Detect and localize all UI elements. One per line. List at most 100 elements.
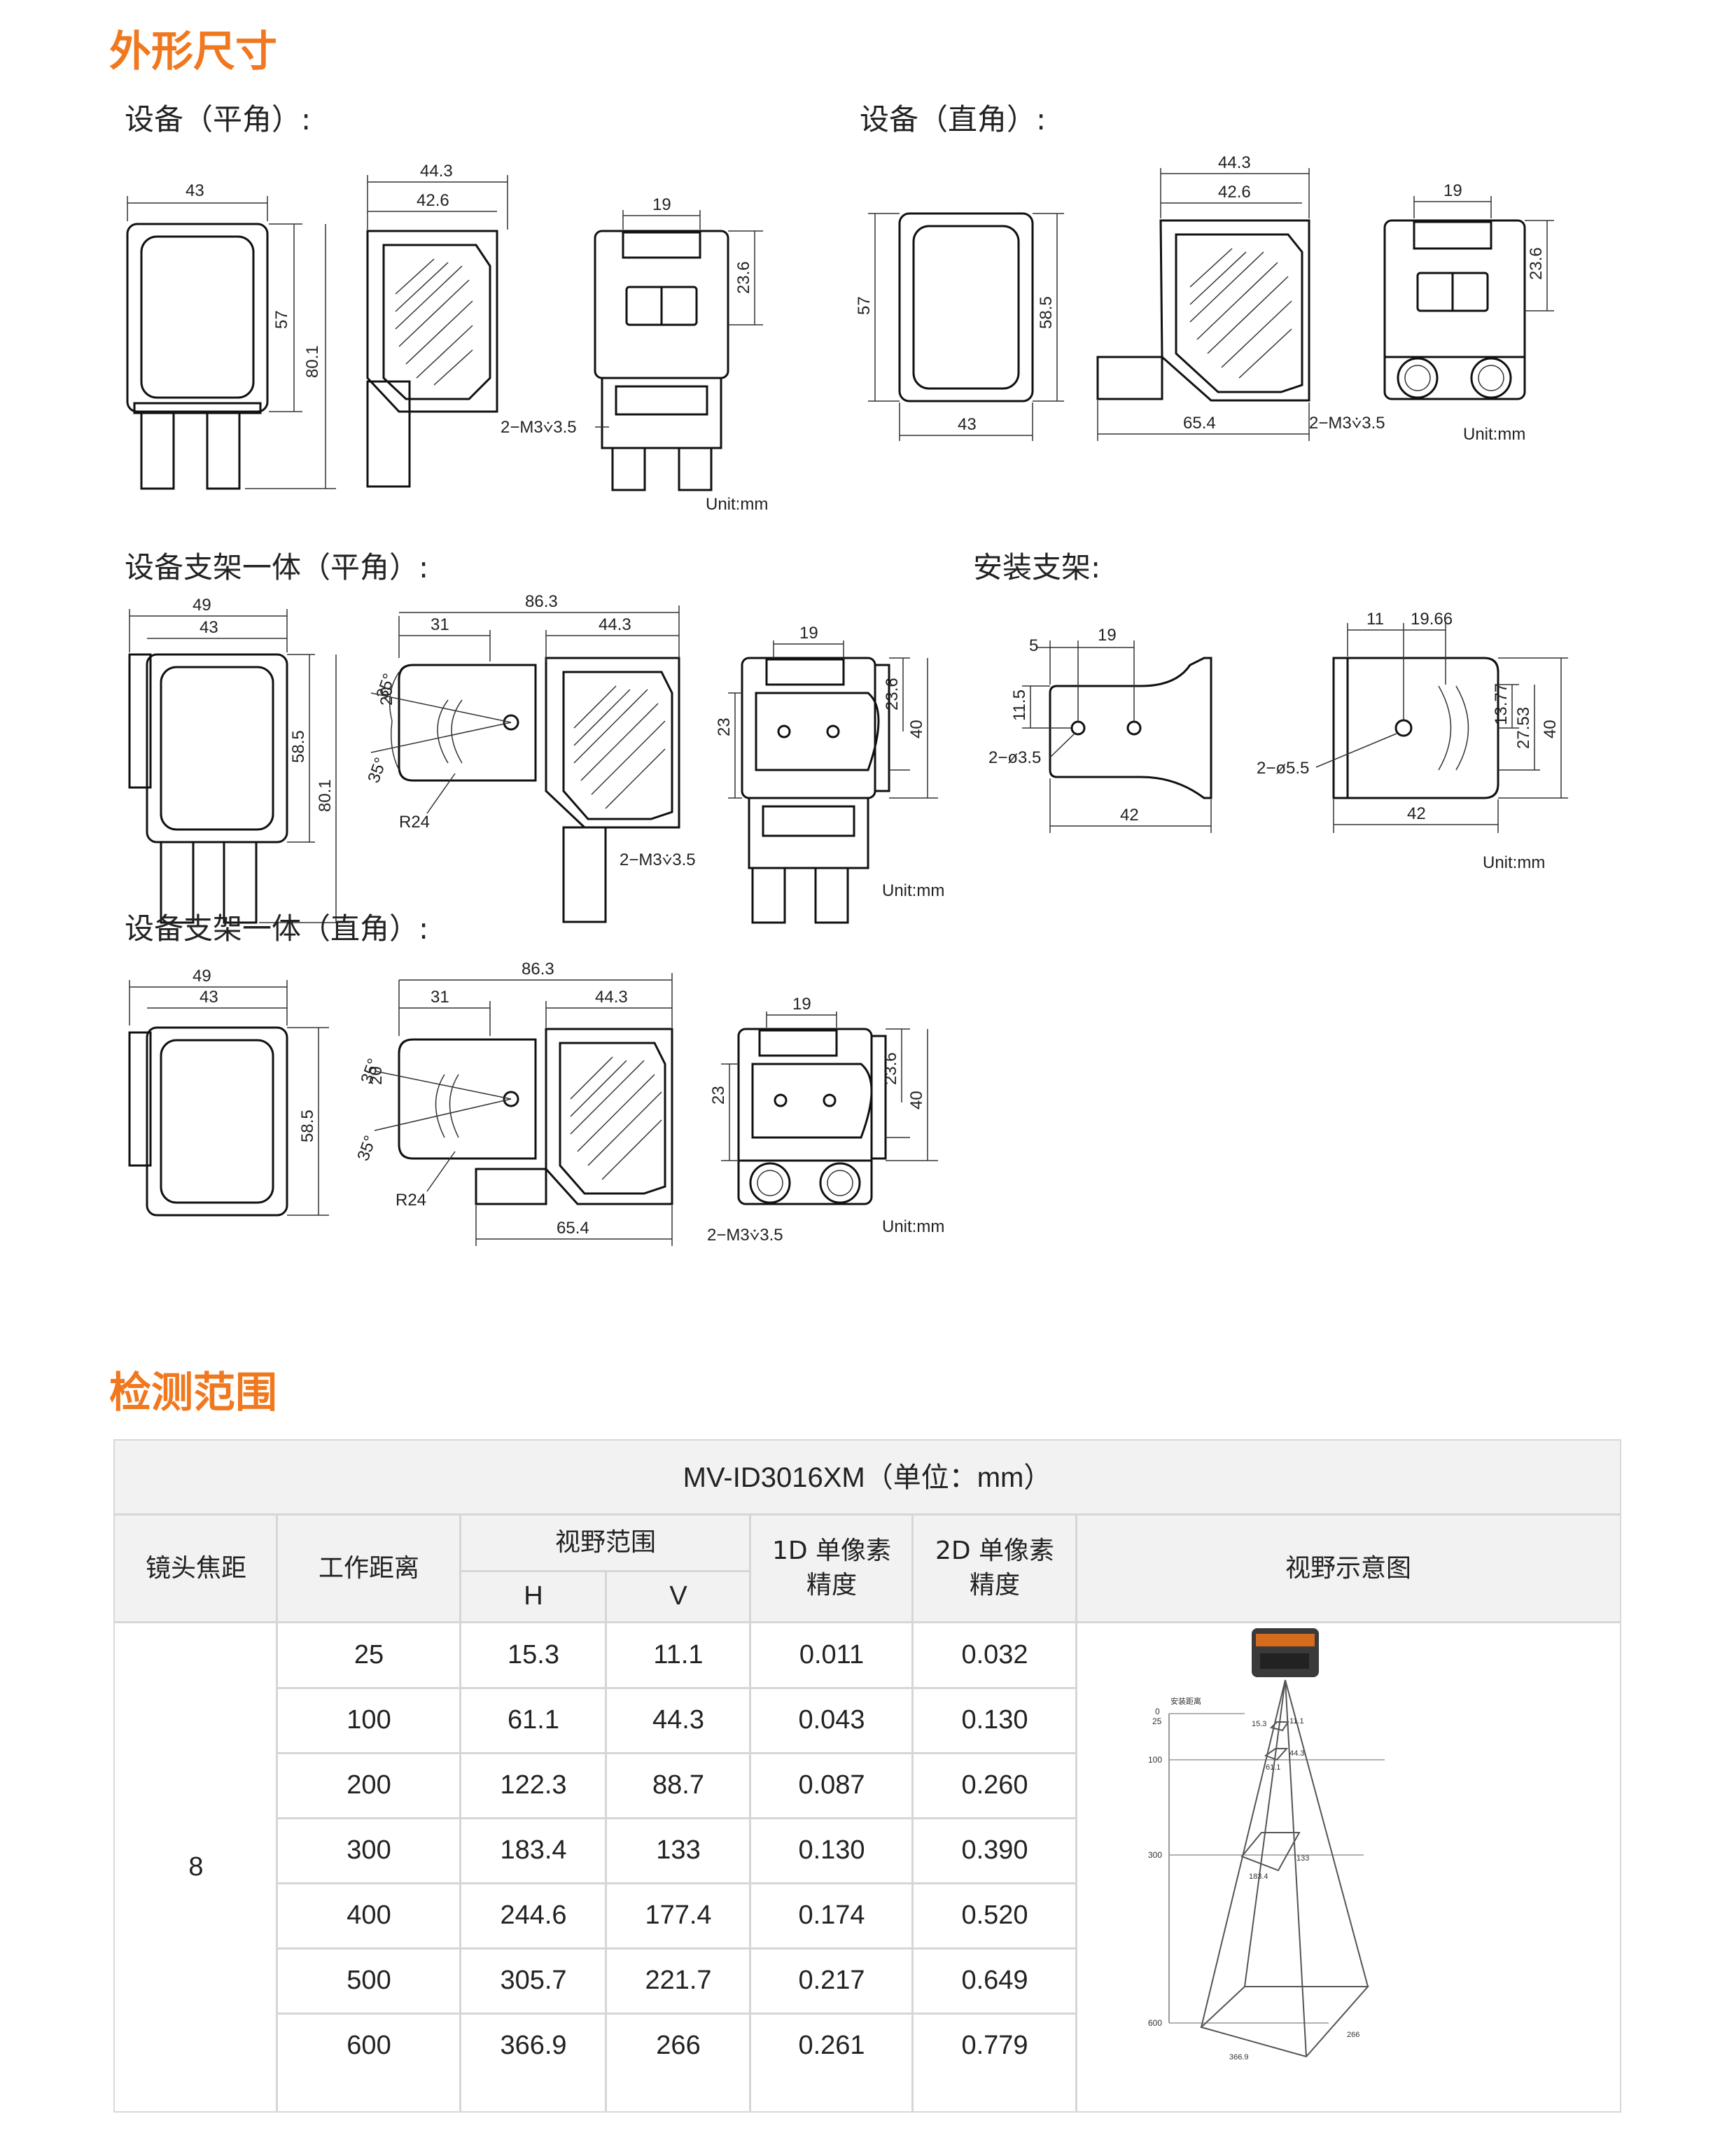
cell-h: 244.6 <box>500 1900 567 1930</box>
cell-focal: 8 <box>188 1852 204 1882</box>
header-1d-precision: 1D 单像素 精度 <box>750 1515 913 1623</box>
dim-42: 42 <box>1120 806 1139 825</box>
fov-tick-300: 300 <box>1148 1850 1162 1860</box>
dim-40: 40 <box>907 720 926 738</box>
angle-35b: 35° <box>354 1133 380 1163</box>
fov-label-61-1: 61.1 <box>1266 1763 1280 1772</box>
cell-1d: 0.043 <box>798 1704 865 1735</box>
dim-31: 31 <box>431 615 449 634</box>
section-title-range: 检测范围 <box>109 1368 277 1418</box>
label-m3: 2−M3⩒3.5 <box>620 850 696 869</box>
table-row: 400 244.6 177.4 0.174 0.520 <box>277 1883 1077 1948</box>
dim-44-3: 44.3 <box>420 162 453 181</box>
header-2d-precision: 2D 单像素 精度 <box>913 1515 1077 1623</box>
table-row: 25 15.3 11.1 0.011 0.032 <box>277 1623 1077 1688</box>
cell-distance: 200 <box>347 1770 391 1800</box>
dim-23: 23 <box>715 718 734 736</box>
cell-1d: 0.217 <box>798 1965 865 1995</box>
dim-42b: 42 <box>1407 804 1426 823</box>
cell-2d: 0.390 <box>961 1835 1028 1865</box>
cell-distance: 25 <box>354 1639 384 1670</box>
cell-1d: 0.174 <box>798 1900 865 1930</box>
label-r24: R24 <box>396 1191 426 1210</box>
dim-86-3: 86.3 <box>522 960 554 979</box>
cell-v: 11.1 <box>653 1639 704 1670</box>
fov-label-133: 133 <box>1296 1854 1309 1863</box>
cell-h: 183.4 <box>500 1835 567 1865</box>
unit-label: Unit:mm <box>882 1217 944 1236</box>
table-row: 100 61.1 44.3 0.043 0.130 <box>277 1688 1077 1753</box>
fov-label-266: 266 <box>1347 2031 1359 2039</box>
dim-27-53: 27.53 <box>1514 707 1533 749</box>
cell-distance: 500 <box>347 1965 391 1995</box>
grid-line <box>459 1515 461 2113</box>
dim-44-3: 44.3 <box>599 615 631 634</box>
header-diagram: 视野示意图 <box>1077 1515 1620 1623</box>
dim-43: 43 <box>200 618 218 637</box>
grid-line <box>911 1515 914 2113</box>
cell-h: 122.3 <box>500 1770 567 1800</box>
fov-diagram: 安装距离 0 25 100 300 600 15.3 11.1 61.1 44.… <box>1148 1628 1385 2062</box>
fov-tick-0: 0 <box>1155 1707 1160 1716</box>
fov-label-11-1: 11.1 <box>1289 1717 1304 1726</box>
fov-tick-600: 600 <box>1148 2018 1162 2028</box>
table-row: 500 305.7 221.7 0.217 0.649 <box>277 1948 1077 2013</box>
cell-1d: 0.261 <box>798 2030 865 2060</box>
label-hole-5-5: 2−ø5.5 <box>1257 759 1309 778</box>
dim-23: 23 <box>709 1086 728 1105</box>
dim-23-6: 23.6 <box>734 261 753 294</box>
label-m3: 2−M3⩒3.5 <box>501 418 577 437</box>
cell-v: 221.7 <box>645 1965 712 1995</box>
cell-h: 305.7 <box>500 1965 567 1995</box>
dim-23-6: 23.6 <box>883 678 902 710</box>
header-fov: 视野范围 <box>461 1515 750 1571</box>
unit-label: Unit:mm <box>706 495 768 514</box>
cell-1d: 0.087 <box>798 1770 865 1800</box>
cell-v: 44.3 <box>652 1704 704 1735</box>
header-v: V <box>606 1571 750 1623</box>
grid-line <box>605 1571 607 2113</box>
dim-19: 19 <box>1443 181 1462 200</box>
grid-line <box>277 1947 1077 1949</box>
dim-58-5: 58.5 <box>1037 296 1056 329</box>
dim-65-4: 65.4 <box>557 1219 589 1238</box>
dim-40: 40 <box>1541 720 1560 738</box>
angle-35b: 35° <box>364 755 391 785</box>
dim-11: 11 <box>1366 610 1384 629</box>
cell-distance: 300 <box>347 1835 391 1865</box>
dim-23-6: 23.6 <box>881 1052 900 1085</box>
dim-40: 40 <box>907 1091 926 1110</box>
subtitle-bracket-flat: 设备支架一体（平角）: <box>125 550 429 584</box>
cell-2d: 0.520 <box>961 1900 1028 1930</box>
dim-5: 5 <box>1029 636 1038 655</box>
dim-42-6: 42.6 <box>417 191 449 210</box>
dim-13-77: 13.77 <box>1492 683 1511 725</box>
dim-57: 57 <box>855 296 874 315</box>
fov-label-15-3: 15.3 <box>1252 1720 1266 1728</box>
table-title: MV-ID3016XM（单位：mm） <box>115 1441 1620 1515</box>
cell-2d: 0.260 <box>961 1770 1028 1800</box>
fov-axis-title: 安装距离 <box>1170 1696 1201 1706</box>
table-row: 300 183.4 133 0.130 0.390 <box>277 1818 1077 1883</box>
label-m3: 2−M3⩒3.5 <box>707 1226 783 1245</box>
cell-v: 133 <box>656 1835 701 1865</box>
cell-2d: 0.032 <box>961 1639 1028 1670</box>
dim-31: 31 <box>431 988 449 1007</box>
subtitle-bracket-right: 设备支架一体（直角）: <box>125 911 429 946</box>
section-title-dimensions: 外形尺寸 <box>109 27 277 76</box>
cell-1d: 0.011 <box>799 1639 865 1670</box>
cell-h: 15.3 <box>508 1639 559 1670</box>
dim-43: 43 <box>200 988 218 1007</box>
header-1d-line1: 1D 单像素 <box>771 1536 892 1566</box>
cell-distance: 600 <box>347 2030 391 2060</box>
cell-h: 61.1 <box>508 1704 559 1735</box>
header-h: H <box>461 1571 606 1623</box>
grid-line <box>277 1882 1077 1884</box>
detection-range-table: MV-ID3016XM（单位：mm） 镜头焦距 工作距离 视野范围 H V 1D… <box>113 1439 1621 2113</box>
table-row: 600 366.9 266 0.261 0.779 <box>277 2013 1077 2078</box>
dim-49: 49 <box>193 596 211 615</box>
grid-line <box>277 1687 1077 1689</box>
fov-tick-100: 100 <box>1148 1755 1162 1765</box>
dim-43: 43 <box>958 415 977 434</box>
grid-line <box>749 1515 751 2113</box>
